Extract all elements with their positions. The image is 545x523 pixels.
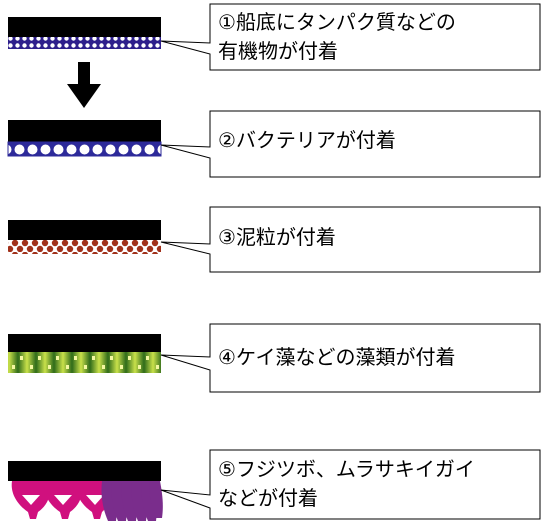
stage-3-label: ③泥粒が付着 [218,223,336,252]
organic-film-layer [8,37,161,49]
algae-layer [8,352,161,373]
callout-box [160,323,541,393]
stage-text: ケイ藻などの藻類が付着 [235,345,456,369]
callout-box [160,3,541,71]
callout-box [160,110,541,178]
stage-text: 泥粒が付着 [235,225,336,249]
hull-plate [8,220,161,240]
stage-number: ③ [218,225,236,249]
stage-text-line2: などが付着 [218,486,318,510]
mussel-icon [149,481,163,518]
stage-number: ② [218,128,236,152]
stage-text: バクテリアが付着 [235,128,396,152]
stage-1 [8,3,541,71]
stage-2-label: ②バクテリアが付着 [218,126,396,155]
stage-text: 船底にタンパク質などの [235,10,456,34]
stage-text: フジツボ、ムラサキイガイ [235,457,475,481]
stage-5-label: ⑤フジツボ、ムラサキイガイなどが付着 [218,455,475,513]
stage-5 [8,449,541,521]
stage-2 [7,110,541,178]
mud-particles-layer [8,240,161,254]
down-arrow-icon [67,62,101,108]
bacteria-layer [7,141,162,157]
hull-plate [8,17,161,37]
stage-4-label: ④ケイ藻などの藻類が付着 [218,343,456,372]
stage-1-label: ①船底にタンパク質などの有機物が付着 [218,8,456,66]
stage-number: ⑤ [218,457,236,481]
stage-number: ④ [218,345,236,369]
hull-plate [8,334,161,352]
barnacle-icon [11,481,51,519]
hull-plate [8,461,161,481]
stage-3 [8,206,541,273]
barnacle-icon [43,481,83,519]
callout-box [160,449,541,520]
hull-plate [8,120,161,142]
mussels-layer [101,481,163,521]
stage-text-line2: 有機物が付着 [218,39,338,63]
barnacles-layer [11,481,111,519]
callout-box [160,206,541,273]
stage-4 [8,323,541,393]
stage-number: ① [218,10,236,34]
